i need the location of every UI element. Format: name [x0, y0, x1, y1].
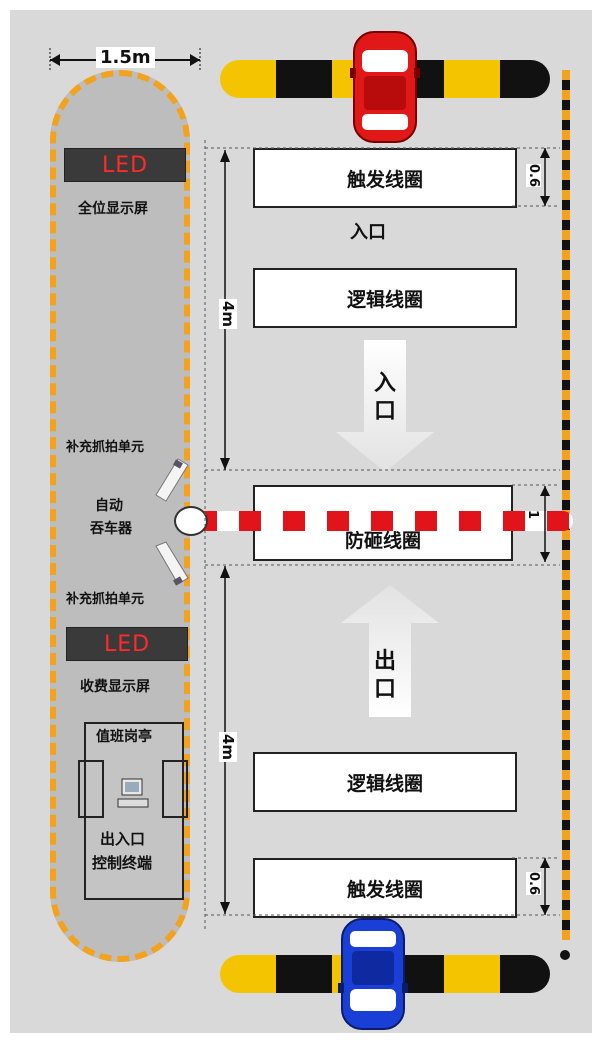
top-loop-gap-label: 0.6	[526, 163, 542, 188]
anti-smash-loop-label: 防砸线圈	[344, 530, 421, 552]
duty-station-caption: 值班岗亭	[96, 729, 152, 745]
bottom-loop-gap-label: 0.6	[526, 871, 542, 896]
exit-trigger-loop: 触发线圈	[253, 858, 517, 918]
entry-car	[350, 31, 420, 143]
entry-arrow-text-2: 口	[374, 399, 397, 424]
terminal-caption-1: 出入口	[100, 830, 146, 848]
ticket-machine-caption-2: 吞车器	[90, 521, 132, 537]
camera-bottom-icon	[155, 541, 189, 586]
right-curb-end-dot	[560, 950, 570, 960]
camera-top-icon	[155, 458, 189, 502]
led-top-caption: 全位显示屏	[78, 201, 148, 217]
exit-arrow	[341, 585, 439, 717]
width-label: 1.5m	[96, 47, 155, 68]
led-bottom-caption: 收费显示屏	[80, 679, 150, 695]
entry-logic-loop: 逻辑线圈	[253, 268, 517, 328]
entry-trigger-loop: 触发线圈	[253, 148, 517, 208]
station-door-right	[162, 760, 188, 818]
station-door-left	[78, 760, 104, 818]
upper-span-label: 4m	[219, 298, 238, 330]
computer-icon	[117, 778, 149, 808]
entry-arrow	[336, 340, 434, 472]
ticket-machine-caption-1: 自动	[95, 498, 123, 514]
camera-top-caption: 补充抓拍单元	[66, 440, 145, 455]
barrier-arm	[195, 511, 573, 531]
exit-logic-loop: 逻辑线圈	[253, 752, 517, 812]
duty-station	[84, 722, 184, 900]
exit-car	[338, 918, 408, 1030]
entry-label: 入口	[350, 222, 386, 243]
exit-arrow-text-2: 口	[374, 677, 397, 702]
exit-arrow-text-1: 出	[374, 649, 397, 674]
terminal-caption-2: 控制终端	[92, 854, 153, 872]
barrier-width-label: 1	[525, 509, 541, 520]
camera-bottom-caption: 补充抓拍单元	[66, 592, 145, 607]
led-display-top: LED	[64, 148, 186, 182]
lower-span-label: 4m	[219, 731, 238, 763]
led-display-bottom: LED	[66, 627, 188, 661]
entry-arrow-text-1: 入	[374, 371, 397, 396]
right-curb	[562, 70, 570, 940]
barrier-pivot	[174, 506, 208, 536]
